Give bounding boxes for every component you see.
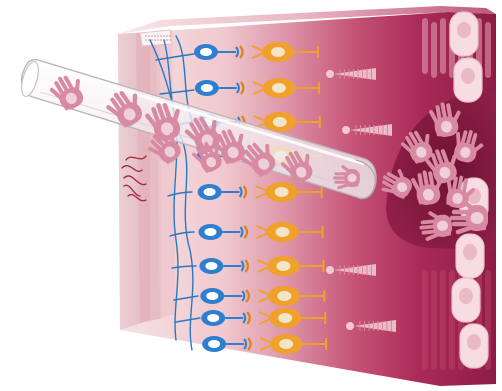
top-stipple-block: [140, 30, 172, 46]
rpe-cell: [452, 278, 480, 322]
rpe-cell: [450, 12, 478, 56]
rod: [431, 22, 437, 78]
rod: [440, 270, 446, 370]
rpe-cell: [460, 324, 488, 368]
rod: [422, 18, 428, 74]
rod: [440, 18, 446, 74]
rod: [422, 270, 428, 370]
rpe-cell: [456, 234, 484, 278]
rod: [485, 22, 491, 78]
rpe-cell: [454, 58, 482, 102]
rod: [431, 270, 437, 370]
